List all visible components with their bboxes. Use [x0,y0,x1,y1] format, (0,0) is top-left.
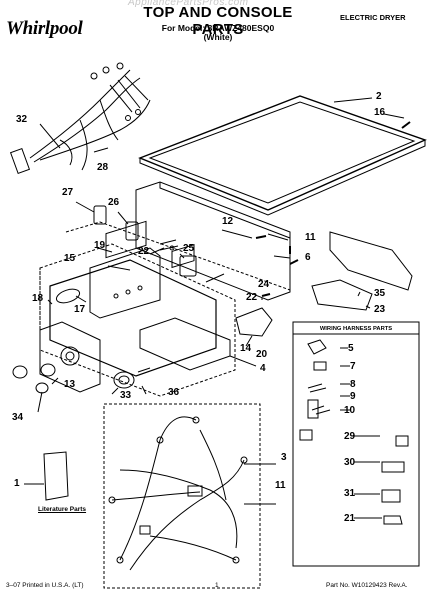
callout-17: 17 [74,304,86,315]
bracket-25 [179,255,197,277]
wiring-harness-box [292,321,420,567]
brand-logo: Whirlpool [6,18,83,39]
callout-3: 3 [281,452,287,463]
callout-26: 26 [108,197,120,208]
product-category: ELECTRIC DRYER [340,13,406,22]
console-front [49,259,217,377]
wiring-harness-title: WIRING HARNESS PARTS [319,326,393,332]
callout-8: 8 [350,379,356,390]
board-23 [311,279,373,311]
color-line: (White) [203,32,233,42]
model-info: For Model: 3RAWZ480ESQ0 (White) [118,24,318,42]
callout-1: 1 [14,478,20,489]
callout-24: 24 [258,279,270,290]
callout-34: 34 [12,412,24,423]
callout-11b: 11 [275,480,286,491]
callout-25: 25 [183,243,195,254]
callout-18: 18 [32,293,44,304]
insulation-35 [329,231,413,291]
callout-16: 16 [374,107,386,118]
callout-14: 14 [240,343,252,354]
model-line: For Model: 3RAWZ480ESQ0 [161,23,275,33]
callout-20: 20 [256,349,268,360]
upper-wire-harness [9,62,151,175]
callout-7: 7 [350,361,356,372]
callout-22b: 22 [246,292,258,303]
lower-wire-harness [103,403,261,589]
callout-21: 21 [344,513,356,524]
control-panel [89,247,161,319]
callout-31: 31 [344,488,356,499]
callout-6: 6 [305,252,311,263]
callout-19: 19 [94,240,106,251]
page-title: TOP AND CONSOLE PARTS [143,4,293,38]
callout-29: 29 [344,431,356,442]
callout-22a: 22 [138,246,150,257]
footer-page: 1 [215,582,219,589]
callout-13: 13 [64,379,76,390]
callout-23: 23 [374,304,386,315]
callout-28: 28 [97,162,109,173]
callout-33: 33 [120,390,132,401]
callout-9: 9 [350,391,356,402]
callout-30: 30 [344,457,356,468]
callout-5: 5 [348,343,354,354]
callout-2: 2 [376,91,382,102]
callout-15: 15 [64,253,76,264]
end-cap [39,321,101,393]
callout-11a: 11 [305,232,316,243]
knob-13b [40,363,56,377]
callout-4: 4 [260,363,266,374]
footer-part-number: Part No. W10129423 Rev.A. [326,582,408,589]
bracket-26 [125,221,139,241]
literature-book [43,451,69,501]
knob-13a [12,365,28,379]
watermark: AppliancePartsPros.com [128,0,249,8]
callout-27: 27 [62,187,74,198]
literature-label: Literature Parts [38,506,87,513]
callout-12: 12 [222,216,234,227]
footer-printed: 3–07 Printed in U.S.A. (LT) [6,582,84,589]
bracket-27 [93,205,107,225]
callout-32: 32 [16,114,28,125]
knob-33 [113,371,135,389]
timer [235,307,273,337]
callout-35: 35 [374,288,386,299]
callout-36: 36 [168,387,180,398]
knob-34 [35,382,49,394]
callout-10: 10 [344,405,356,416]
